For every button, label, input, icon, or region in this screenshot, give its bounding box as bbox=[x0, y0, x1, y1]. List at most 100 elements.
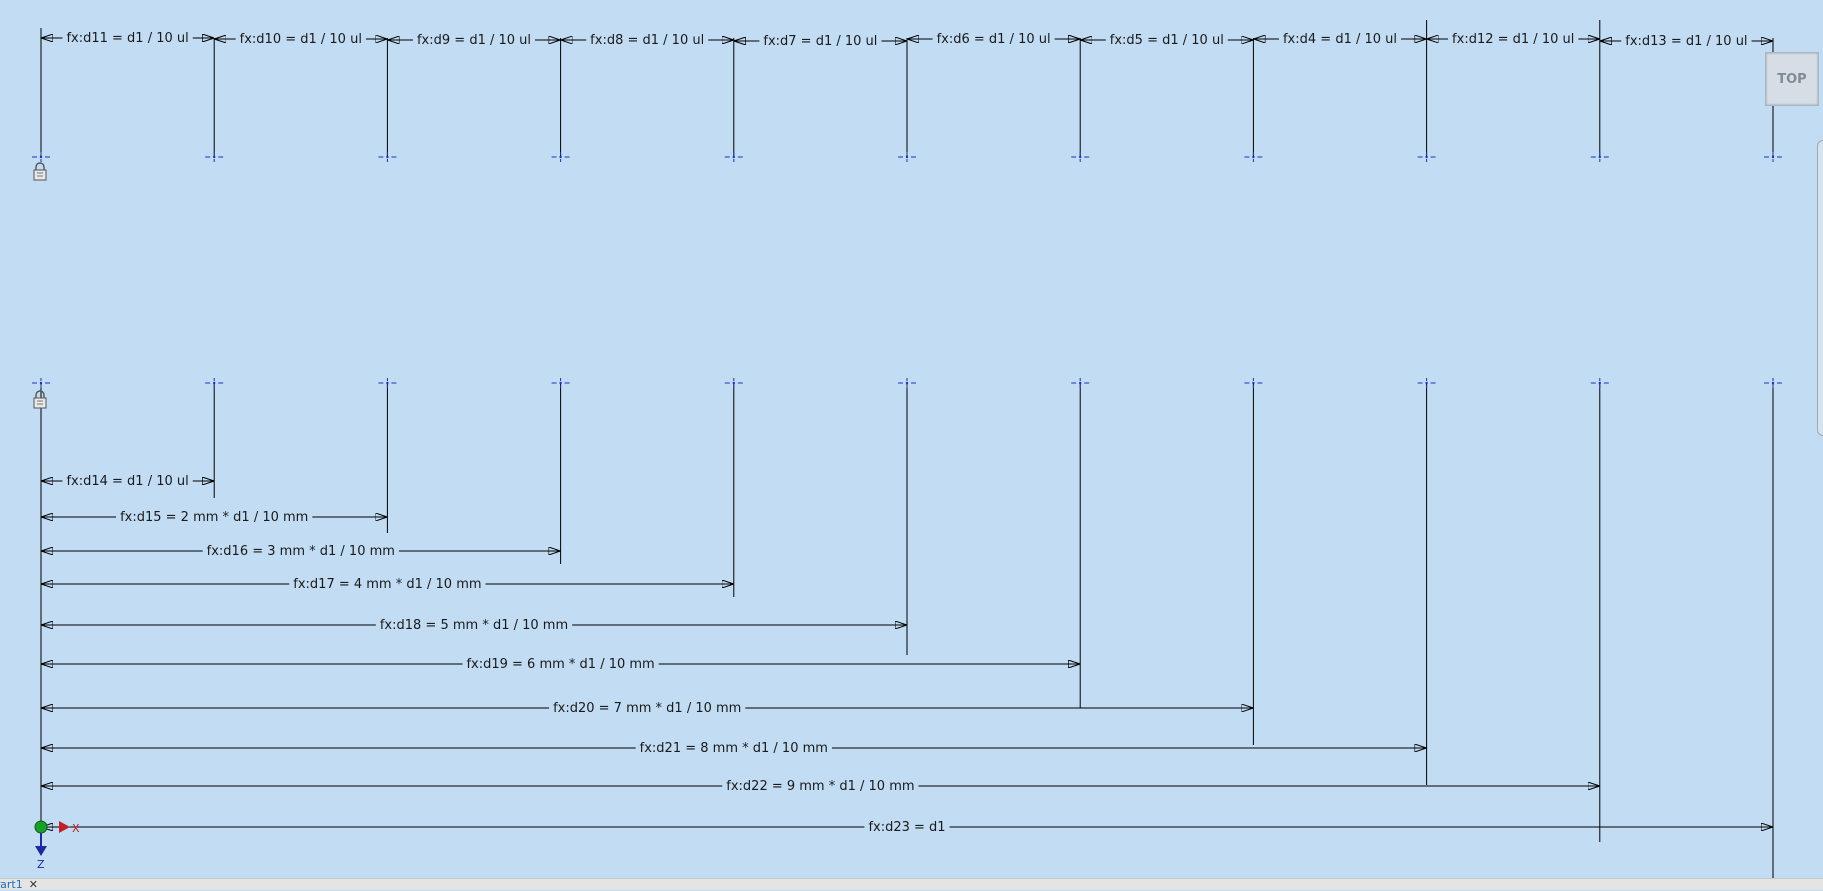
sketch-point-dot[interactable] bbox=[213, 155, 216, 159]
dimension-label[interactable]: fx:d21 = 8 mm * d1 / 10 mm bbox=[640, 741, 828, 756]
side-panel-handle[interactable] bbox=[1817, 140, 1823, 436]
lock-body bbox=[33, 169, 47, 181]
sketch-point-dot[interactable] bbox=[386, 381, 389, 385]
sketch-point[interactable] bbox=[1071, 378, 1090, 388]
lock-icon bbox=[33, 162, 47, 181]
sketch-point[interactable] bbox=[1417, 152, 1436, 162]
viewcube-face-label[interactable]: TOP bbox=[1777, 71, 1807, 87]
sketch-point-dot[interactable] bbox=[1425, 381, 1428, 385]
sketch-point[interactable] bbox=[898, 378, 916, 388]
dimension-d22[interactable]: fx:d22 = 9 mm * d1 / 10 mm bbox=[41, 779, 1600, 794]
dimension-label[interactable]: fx:d14 = d1 / 10 ul bbox=[66, 474, 188, 489]
sketch-point-dot[interactable] bbox=[732, 155, 735, 159]
dimension-label[interactable]: fx:d17 = 4 mm * d1 / 10 mm bbox=[293, 577, 481, 592]
lock-shackle bbox=[35, 390, 45, 398]
sketch-point[interactable] bbox=[1590, 152, 1609, 162]
sketch-point-dot[interactable] bbox=[1079, 155, 1082, 159]
dimension-label[interactable]: fx:d13 = d1 / 10 ul bbox=[1625, 34, 1747, 49]
dimension-label[interactable]: fx:d10 = d1 / 10 ul bbox=[240, 32, 362, 47]
sketch-point-dot[interactable] bbox=[213, 381, 216, 385]
dimension-label[interactable]: fx:d18 = 5 mm * d1 / 10 mm bbox=[380, 618, 568, 633]
dimension-label[interactable]: fx:d11 = d1 / 10 ul bbox=[66, 31, 188, 46]
sketch-point[interactable] bbox=[1764, 152, 1782, 162]
dimension-label[interactable]: fx:d19 = 6 mm * d1 / 10 mm bbox=[466, 657, 654, 672]
dimension-label[interactable]: fx:d7 = d1 / 10 ul bbox=[763, 34, 877, 49]
sketch-point[interactable] bbox=[1244, 378, 1263, 388]
sketch-point[interactable] bbox=[1417, 378, 1436, 388]
sketch-point[interactable] bbox=[378, 152, 397, 162]
dimension-d14[interactable]: fx:d14 = d1 / 10 ul bbox=[41, 474, 215, 489]
dimension-d18[interactable]: fx:d18 = 5 mm * d1 / 10 mm bbox=[41, 618, 907, 633]
dimension-d23[interactable]: fx:d23 = d1 bbox=[41, 820, 1773, 835]
lock-shackle bbox=[35, 162, 45, 170]
dimension-label[interactable]: fx:d4 = d1 / 10 ul bbox=[1283, 32, 1397, 47]
dimension-label[interactable]: fx:d8 = d1 / 10 ul bbox=[590, 33, 704, 48]
sketch-point[interactable] bbox=[378, 378, 397, 388]
sketch-point[interactable] bbox=[724, 378, 743, 388]
dimension-label[interactable]: fx:d5 = d1 / 10 ul bbox=[1110, 33, 1224, 48]
sketch-point[interactable] bbox=[32, 378, 50, 388]
sketch-point[interactable] bbox=[1244, 152, 1263, 162]
sketch-point[interactable] bbox=[205, 152, 224, 162]
dimension-d9[interactable]: fx:d9 = d1 / 10 ul bbox=[387, 33, 561, 48]
sketch-point-dot[interactable] bbox=[1598, 381, 1602, 385]
sketch-point[interactable] bbox=[32, 152, 50, 162]
sketch-point-dot[interactable] bbox=[1425, 155, 1428, 159]
dimension-d7[interactable]: fx:d7 = d1 / 10 ul bbox=[733, 34, 907, 49]
dimension-d4[interactable]: fx:d4 = d1 / 10 ul bbox=[1253, 32, 1427, 47]
sketch-point-dot[interactable] bbox=[39, 381, 43, 385]
dimension-label[interactable]: fx:d12 = d1 / 10 ul bbox=[1452, 32, 1574, 47]
sketch-point[interactable] bbox=[898, 152, 916, 162]
dimension-label[interactable]: fx:d16 = 3 mm * d1 / 10 mm bbox=[207, 544, 395, 559]
sketch-point[interactable] bbox=[551, 378, 570, 388]
sketch-point[interactable] bbox=[724, 152, 743, 162]
dimension-d10[interactable]: fx:d10 = d1 / 10 ul bbox=[214, 32, 388, 47]
dimension-d17[interactable]: fx:d17 = 4 mm * d1 / 10 mm bbox=[41, 577, 734, 592]
dimension-label[interactable]: fx:d20 = 7 mm * d1 / 10 mm bbox=[553, 701, 741, 716]
dimension-d21[interactable]: fx:d21 = 8 mm * d1 / 10 mm bbox=[41, 741, 1427, 756]
sketch-point-dot[interactable] bbox=[1079, 381, 1082, 385]
dimension-label[interactable]: fx:d15 = 2 mm * d1 / 10 mm bbox=[120, 510, 308, 525]
dimension-d12[interactable]: fx:d12 = d1 / 10 ul bbox=[1426, 32, 1600, 47]
dimension-label[interactable]: fx:d6 = d1 / 10 ul bbox=[937, 32, 1051, 47]
sketch-point-dot[interactable] bbox=[905, 155, 909, 159]
dimension-d6[interactable]: fx:d6 = d1 / 10 ul bbox=[907, 32, 1081, 47]
dimension-d8[interactable]: fx:d8 = d1 / 10 ul bbox=[560, 33, 734, 48]
sketch-point-dot[interactable] bbox=[905, 381, 909, 385]
x-axis-label: X bbox=[72, 822, 80, 835]
origin-point[interactable] bbox=[34, 820, 48, 834]
dimension-d15[interactable]: fx:d15 = 2 mm * d1 / 10 mm bbox=[41, 510, 388, 525]
sketch-point[interactable] bbox=[1071, 152, 1090, 162]
close-icon[interactable]: ✕ bbox=[28, 878, 38, 891]
viewcube[interactable]: TOP bbox=[1765, 52, 1819, 106]
dimension-d5[interactable]: fx:d5 = d1 / 10 ul bbox=[1080, 33, 1254, 48]
dimension-d20[interactable]: fx:d20 = 7 mm * d1 / 10 mm bbox=[41, 701, 1254, 716]
dimension-label[interactable]: fx:d22 = 9 mm * d1 / 10 mm bbox=[726, 779, 914, 794]
sketch-point-dot[interactable] bbox=[386, 155, 389, 159]
sketch-point-dot[interactable] bbox=[1598, 155, 1602, 159]
sketch-point-dot[interactable] bbox=[39, 155, 43, 159]
sketch-point-dot[interactable] bbox=[1252, 381, 1255, 385]
dimension-d16[interactable]: fx:d16 = 3 mm * d1 / 10 mm bbox=[41, 544, 561, 559]
sketch-point-dot[interactable] bbox=[1771, 381, 1775, 385]
sketch-point-dot[interactable] bbox=[559, 381, 562, 385]
sketch-point[interactable] bbox=[205, 378, 224, 388]
dimension-d19[interactable]: fx:d19 = 6 mm * d1 / 10 mm bbox=[41, 657, 1081, 672]
sketch-point[interactable] bbox=[1764, 378, 1782, 388]
dimension-d13[interactable]: fx:d13 = d1 / 10 ul bbox=[1599, 34, 1773, 49]
sketch-point-dot[interactable] bbox=[1771, 155, 1775, 159]
sketch-point-dot[interactable] bbox=[1252, 155, 1255, 159]
sketch-point-dot[interactable] bbox=[732, 381, 735, 385]
sketch-point-dot[interactable] bbox=[559, 155, 562, 159]
sketch-point[interactable] bbox=[1590, 378, 1609, 388]
dimension-label[interactable]: fx:d23 = d1 bbox=[868, 820, 945, 835]
dimension-d11[interactable]: fx:d11 = d1 / 10 ul bbox=[41, 31, 215, 46]
sketch-point[interactable] bbox=[551, 152, 570, 162]
dimension-label[interactable]: fx:d9 = d1 / 10 ul bbox=[417, 33, 531, 48]
x-axis-arrow-icon bbox=[59, 821, 70, 833]
lock-icon bbox=[33, 390, 47, 409]
